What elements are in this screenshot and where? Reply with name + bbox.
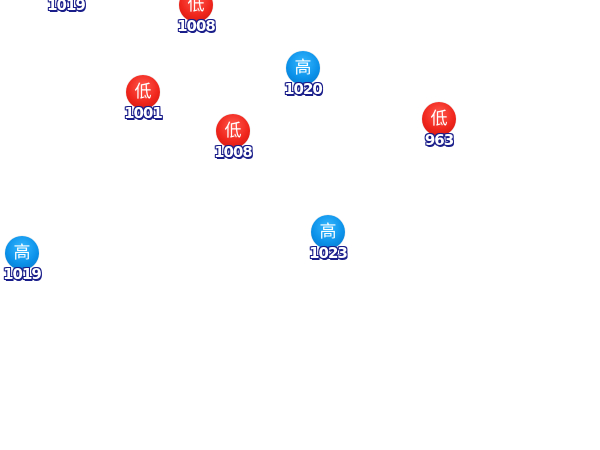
pressure-marker-high[interactable]: 高 1019 <box>36 0 96 25</box>
pressure-label: 1008 <box>214 143 253 161</box>
low-pressure-icon: 低 <box>422 102 456 136</box>
high-pressure-icon: 高 <box>311 215 345 249</box>
high-pressure-icon: 高 <box>286 51 320 85</box>
pressure-label: 1020 <box>284 80 323 98</box>
pressure-label: 963 <box>424 131 454 149</box>
pressure-marker-high[interactable]: 高 1019 <box>0 236 52 294</box>
pressure-label: 1008 <box>177 17 216 35</box>
low-pressure-icon: 低 <box>126 75 160 109</box>
high-pressure-icon: 高 <box>49 0 83 1</box>
pressure-label: 1019 <box>47 0 86 14</box>
pressure-label: 1001 <box>124 104 163 122</box>
low-pressure-icon: 低 <box>216 114 250 148</box>
pressure-marker-low[interactable]: 低 1008 <box>203 114 263 172</box>
pressure-marker-low[interactable]: 低 1008 <box>166 0 226 46</box>
pressure-label: 1019 <box>3 265 42 283</box>
pressure-marker-high[interactable]: 高 1020 <box>273 51 333 109</box>
pressure-label: 1023 <box>309 244 348 262</box>
pressure-marker-low[interactable]: 低 1001 <box>113 75 173 133</box>
high-pressure-icon: 高 <box>5 236 39 270</box>
low-pressure-icon: 低 <box>179 0 213 22</box>
pressure-marker-high[interactable]: 高 1023 <box>298 215 358 273</box>
pressure-marker-low[interactable]: 低 963 <box>409 102 469 160</box>
